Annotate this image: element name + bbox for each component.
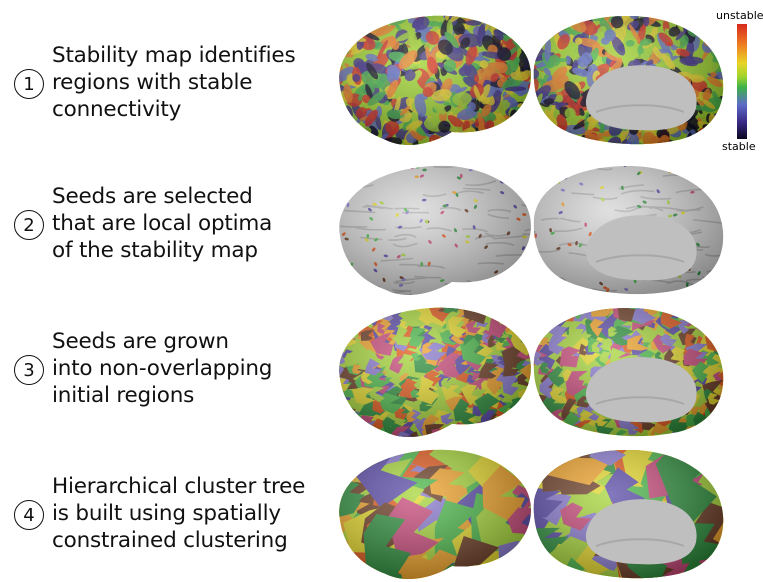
step-3-line-2: into non-overlapping: [52, 356, 273, 381]
step-3-line-1: Seeds are grown: [52, 329, 229, 354]
step-3: 3 Seeds are grown into non-overlapping i…: [0, 328, 340, 430]
brain-row-stability-map: [328, 8, 728, 153]
medial-wall: [585, 357, 697, 423]
step-2-line-1: Seeds are selected: [52, 184, 253, 209]
step-1: 1 Stability map identifies regions with …: [0, 38, 340, 138]
step-1-line-1: Stability map identifies: [52, 43, 296, 68]
lateral-hemisphere: [339, 165, 531, 296]
step-4-text: Hierarchical cluster tree is built using…: [52, 473, 305, 554]
step-4-line-1: Hierarchical cluster tree: [52, 474, 306, 499]
brain-row-initial-regions: [328, 300, 728, 445]
brain-row-cluster-tree: [328, 442, 728, 582]
step-4: 4 Hierarchical cluster tree is built usi…: [0, 473, 340, 573]
stability-map-brains: [339, 15, 724, 146]
lateral-hemisphere: [339, 15, 531, 146]
initial-regions-brains: [339, 307, 724, 438]
stability-colorbar: [737, 24, 747, 139]
step-4-line-2: is built using spatially: [52, 501, 281, 526]
medial-wall: [585, 65, 697, 131]
step-2: 2 Seeds are selected that are local opti…: [0, 183, 340, 285]
step-number-3: 3: [14, 355, 44, 385]
medial-wall: [585, 499, 697, 565]
step-1-line-3: connectivity: [52, 97, 182, 122]
brain-row-seeds: [328, 158, 728, 298]
step-1-line-2: regions with stable: [52, 70, 253, 95]
step-number-4: 4: [14, 500, 44, 530]
step-4-line-3: constrained clustering: [52, 528, 288, 553]
step-number-2: 2: [14, 210, 44, 240]
colorbar-top-label: unstable: [716, 9, 763, 22]
seed-selection-brains: [339, 165, 724, 296]
step-2-line-2: that are local optima: [52, 211, 273, 236]
medial-wall: [585, 215, 697, 281]
step-1-text: Stability map identifies regions with st…: [52, 42, 296, 123]
step-3-line-3: initial regions: [52, 383, 195, 408]
lateral-hemisphere: [339, 307, 531, 438]
step-2-text: Seeds are selected that are local optima…: [52, 183, 272, 264]
step-2-line-3: of the stability map: [52, 238, 258, 263]
lateral-hemisphere: [339, 449, 531, 580]
step-3-text: Seeds are grown into non-overlapping ini…: [52, 328, 272, 409]
step-number-1: 1: [14, 69, 44, 99]
cluster-tree-brains: [339, 449, 724, 580]
colorbar-bottom-label: stable: [722, 140, 756, 153]
